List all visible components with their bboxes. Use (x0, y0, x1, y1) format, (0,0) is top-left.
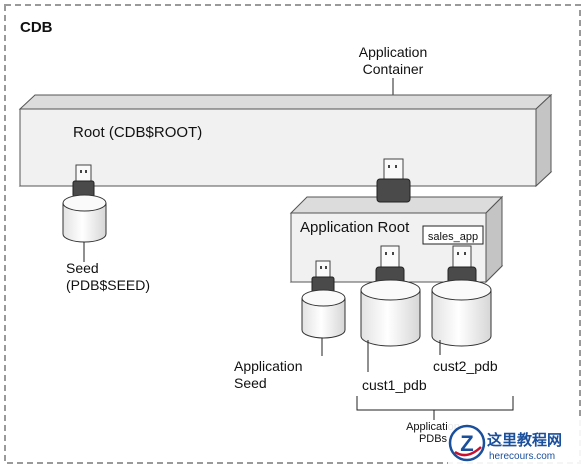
watermark: Z 这里教程网 herecours.com (448, 420, 582, 465)
sales-app-label: sales_app (428, 231, 478, 243)
sales-app-box (422, 225, 484, 245)
cdb-border (4, 4, 581, 464)
application-seed-label-line1: Application (234, 358, 303, 374)
app-container-label-line2: Container (363, 61, 424, 77)
svg-text:Z: Z (460, 431, 473, 456)
cust1-pdb-label: cust1_pdb (362, 377, 427, 393)
app-container-label-line1: Application (359, 44, 428, 60)
seed-label-line2: (PDB$SEED) (66, 277, 150, 293)
watermark-subtitle: herecours.com (489, 451, 555, 462)
application-pdbs-label-line2: PDBs (419, 433, 448, 445)
cdb-label: CDB (20, 19, 53, 36)
cust2-pdb-label: cust2_pdb (433, 358, 498, 374)
application-root-label: Application Root (300, 219, 410, 236)
cdb-root-label: Root (CDB$ROOT) (73, 124, 202, 141)
cust1-pdb-cylinder (360, 279, 421, 347)
application-pdbs-bracket (356, 396, 514, 420)
application-seed-cylinder (301, 289, 346, 339)
seed-label-line1: Seed (66, 260, 99, 276)
application-seed-label-line2: Seed (234, 375, 267, 391)
application-pdbs-label-line1: Application (406, 421, 460, 433)
seed-cylinder (62, 194, 107, 243)
seed-plug (72, 164, 95, 198)
cdb-root-box (18, 93, 553, 188)
cust2-pdb-cylinder (431, 279, 492, 347)
watermark-title: 这里教程网 (487, 431, 562, 449)
application-root-plug (376, 158, 411, 203)
watermark-logo-icon: Z (448, 424, 486, 462)
